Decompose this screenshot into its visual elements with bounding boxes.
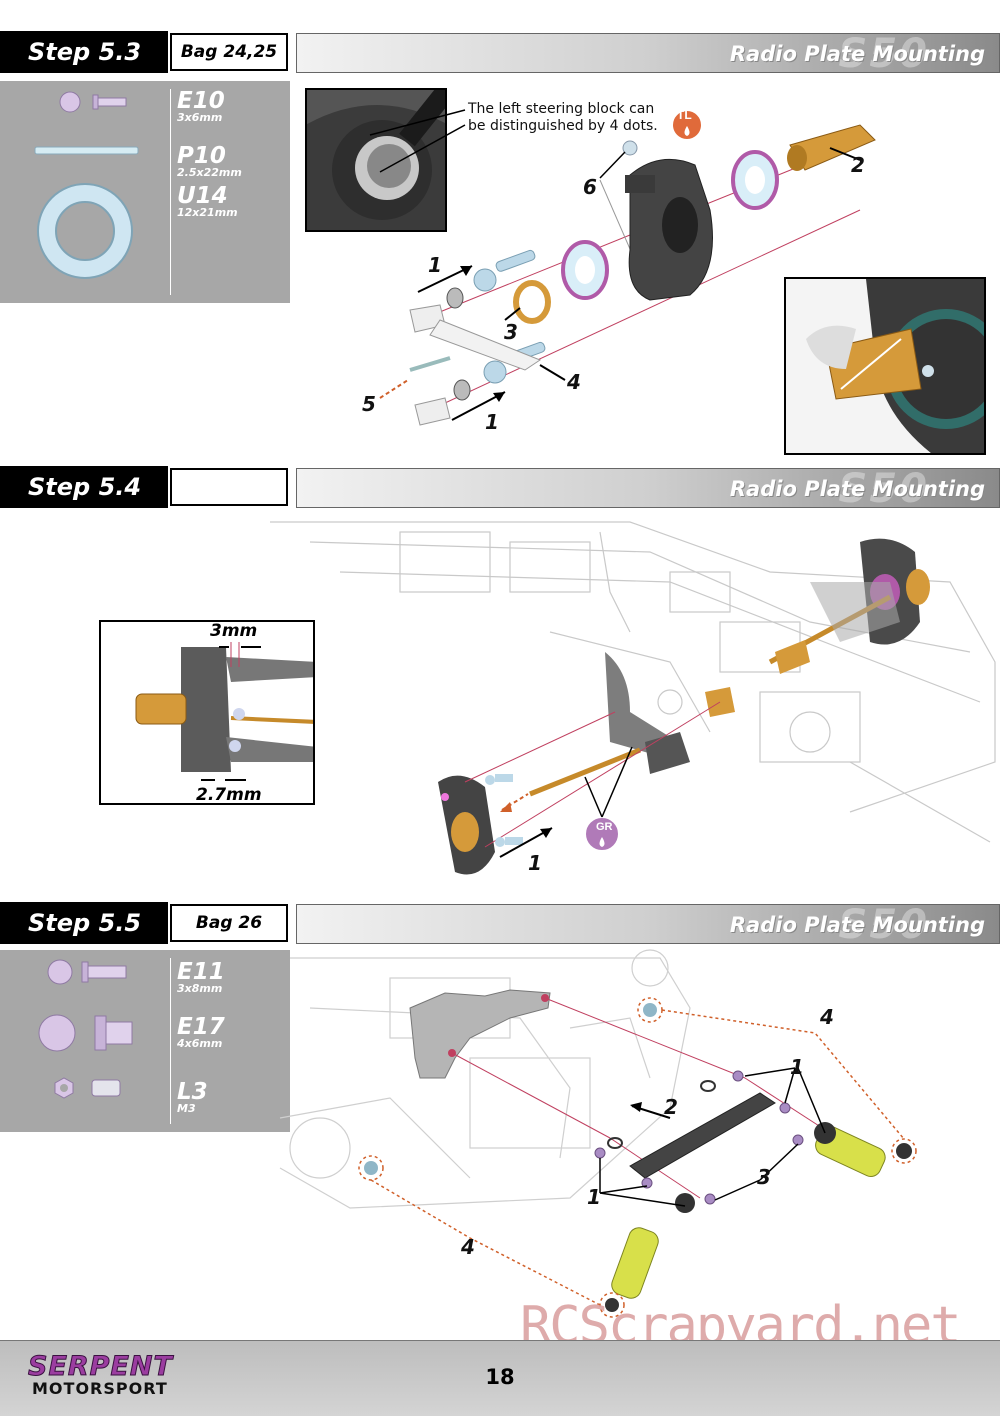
callout-number: 3: [757, 1165, 771, 1189]
callout-number: 1: [528, 851, 542, 875]
chassis-drawing-5-4: [270, 521, 996, 875]
step-label: Step 5.5: [0, 902, 168, 944]
bearing-icon: [561, 240, 609, 300]
callout-number: 1: [790, 1055, 804, 1079]
s50-watermark: S50: [838, 31, 929, 77]
steering-note-line1: The left steering block can: [468, 101, 655, 117]
callout-number: 5: [362, 392, 376, 416]
callout-number: 1: [428, 253, 442, 277]
parts-panel-5-3: E10 3x6mm P10 2.5x22mm U14 12x21mm: [0, 81, 290, 303]
step-5-5-header: Step 5.5 Bag 26 S50 Radio Plate Mounting: [0, 902, 1000, 948]
bearing-u14-icon: [37, 183, 133, 279]
step-5-5-exploded-view: [279, 949, 917, 1318]
step-title-bar: S50 Radio Plate Mounting: [296, 31, 1000, 77]
callout-number: 4: [820, 1005, 834, 1029]
callout-number: 2: [664, 1095, 678, 1119]
tl-glue-icon: [671, 109, 703, 141]
brand-logo-top: SERPENT: [28, 1351, 173, 1383]
parts-panel-5-5: E11 3x8mm E17 4x6mm L3 M3: [0, 950, 290, 1132]
screw-e11-icon: [47, 959, 127, 985]
gr-badge-label: GR: [596, 821, 613, 833]
part-size: 4x6mm: [177, 1037, 223, 1050]
shock-mount-icon: [629, 1092, 776, 1179]
parts-illustrations: [38, 959, 133, 1099]
callout-number: 4: [567, 370, 581, 394]
step-title: Radio Plate Mounting: [729, 42, 985, 66]
tl-badge-label: TL: [677, 108, 692, 122]
steering-block-icon: [438, 775, 495, 875]
part-size: 3x6mm: [177, 111, 223, 124]
callout-number: 6: [583, 175, 597, 199]
part-code: L3: [177, 1079, 208, 1105]
steering-block-detail: [305, 88, 447, 232]
step-5-3-exploded-view: [369, 109, 876, 426]
pin-p10-icon: [34, 146, 139, 155]
step-title: Radio Plate Mounting: [729, 913, 985, 937]
nut-l3-icon: [54, 1077, 121, 1099]
step-title-bar: S50 Radio Plate Mounting: [296, 902, 1000, 948]
bag-label: [170, 468, 288, 506]
page-footer: [0, 1340, 1000, 1416]
part-size: 3x8mm: [177, 982, 223, 995]
part-size: 2.5x22mm: [177, 166, 242, 179]
gap-detail: [99, 620, 315, 805]
step-title-bar: S50 Radio Plate Mounting: [296, 466, 1000, 512]
bearing-icon: [731, 150, 779, 210]
page-number: 18: [485, 1365, 515, 1389]
shock-tower-icon: [409, 989, 551, 1079]
axle-pin-detail-drawing: [786, 279, 984, 453]
dimension-bottom: 2.7mm: [196, 785, 262, 805]
brand-logo-bottom: MOTORSPORT: [32, 1379, 168, 1398]
bag-label: Bag 26: [170, 904, 288, 942]
part-size: M3: [177, 1102, 196, 1115]
step-title: Radio Plate Mounting: [729, 477, 985, 501]
step-label: Step 5.4: [0, 466, 168, 508]
callout-number: 2: [851, 153, 865, 177]
step-label: Step 5.3: [0, 31, 168, 73]
gap-detail-drawing: [101, 622, 313, 803]
screw-e10-icon: [59, 91, 127, 113]
callout-number: 4: [461, 1235, 475, 1259]
shock-absorber-icon: [814, 1122, 912, 1177]
callout-number: 1: [485, 410, 499, 434]
suspension-arm-icon: [605, 652, 680, 762]
part-size: 12x21mm: [177, 206, 238, 219]
part-code: E17: [177, 1014, 225, 1040]
part-code: E10: [177, 88, 225, 114]
steering-note-line2: be distinguished by 4 dots.: [468, 118, 658, 134]
s50-watermark: S50: [838, 466, 929, 512]
screw-e17-icon: [38, 1014, 133, 1052]
step-5-4-header: Step 5.4 S50 Radio Plate Mounting: [0, 466, 1000, 512]
bag-label: Bag 24,25: [170, 33, 288, 71]
callout-number: 1: [587, 1185, 601, 1209]
axle-pin-detail: [784, 277, 986, 455]
ball-stud-icon: [473, 249, 536, 292]
part-code: P10: [177, 143, 226, 169]
step-5-3-header: Step 5.3 Bag 24,25 S50 Radio Plate Mount…: [0, 31, 1000, 77]
steering-block-detail-drawing: [307, 90, 445, 230]
dimension-top: 3mm: [210, 621, 258, 641]
part-code: E11: [177, 959, 225, 985]
axle-icon: [787, 124, 876, 171]
part-code: U14: [177, 183, 228, 209]
parts-illustrations: [34, 91, 139, 279]
callout-number: 3: [504, 320, 518, 344]
steering-block-icon: [625, 158, 713, 301]
shock-absorber-icon: [605, 1193, 695, 1312]
s50-watermark: S50: [838, 902, 929, 948]
